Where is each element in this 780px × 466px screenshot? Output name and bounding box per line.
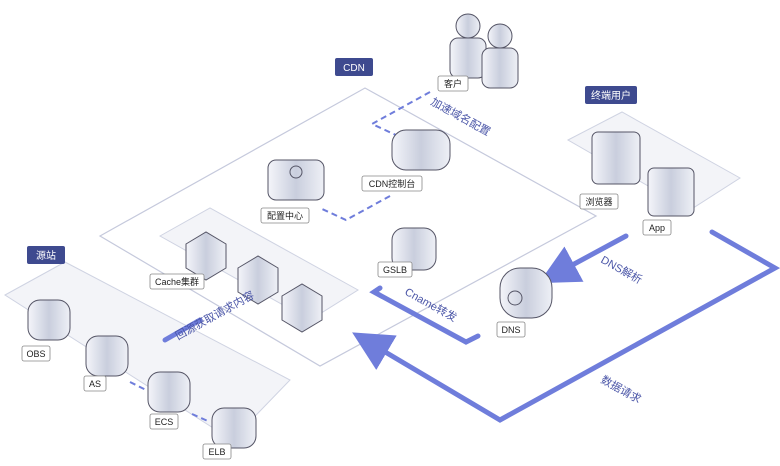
console-to-config-dashed	[319, 195, 391, 222]
end-users-header-label: 终端用户	[591, 89, 631, 102]
obs-icon	[27, 299, 71, 341]
obs-label: OBS	[26, 349, 45, 359]
cache-server-icons	[185, 231, 323, 333]
customer-label: 客户	[444, 78, 462, 89]
cdn-console-label: CDN控制台	[369, 178, 416, 189]
data-request-arrow	[352, 229, 780, 423]
as-ecs-link	[129, 381, 151, 393]
app-label: App	[649, 223, 665, 233]
cache-cluster-label: Cache集群	[155, 276, 199, 287]
back-to-origin-label: 回源获取请求内容	[173, 288, 257, 343]
gslb-label: GSLB	[383, 265, 407, 275]
ecs-elb-link	[191, 413, 211, 423]
domain-config-dashed	[369, 91, 431, 137]
app-icon	[647, 167, 695, 217]
customer-icon	[449, 13, 519, 89]
data-request-label: 数据请求	[599, 372, 644, 406]
cdn-console-icon	[391, 129, 451, 171]
origin-header-label: 源站	[36, 249, 56, 262]
dns-resolve-label: DNS解析	[599, 252, 645, 286]
end-users-header: 终端用户	[585, 86, 637, 104]
config-center-label: 配置中心	[267, 210, 303, 221]
dns-label: DNS	[501, 325, 520, 335]
dns-icon	[499, 267, 553, 319]
browser-label: 浏览器	[585, 196, 612, 207]
ecs-icon	[147, 371, 191, 413]
cdn-region	[98, 87, 598, 367]
browser-icon	[591, 131, 641, 185]
elb-icon	[211, 407, 257, 449]
gslb-icon	[391, 227, 437, 271]
back-to-origin-arrow	[162, 317, 203, 343]
cname-forward-arrow	[369, 285, 481, 345]
elb-label: ELB	[208, 447, 225, 457]
as-label: AS	[89, 379, 101, 389]
ecs-label: ECS	[155, 417, 174, 427]
origin-header: 源站	[27, 246, 65, 264]
as-icon	[85, 335, 129, 377]
config-center-icon	[267, 159, 325, 201]
cname-forward-label: Cname转发	[403, 284, 460, 324]
dns-resolve-arrow	[538, 233, 629, 284]
cdn-header-label: CDN	[343, 63, 365, 74]
cdn-header: CDN	[335, 58, 373, 76]
